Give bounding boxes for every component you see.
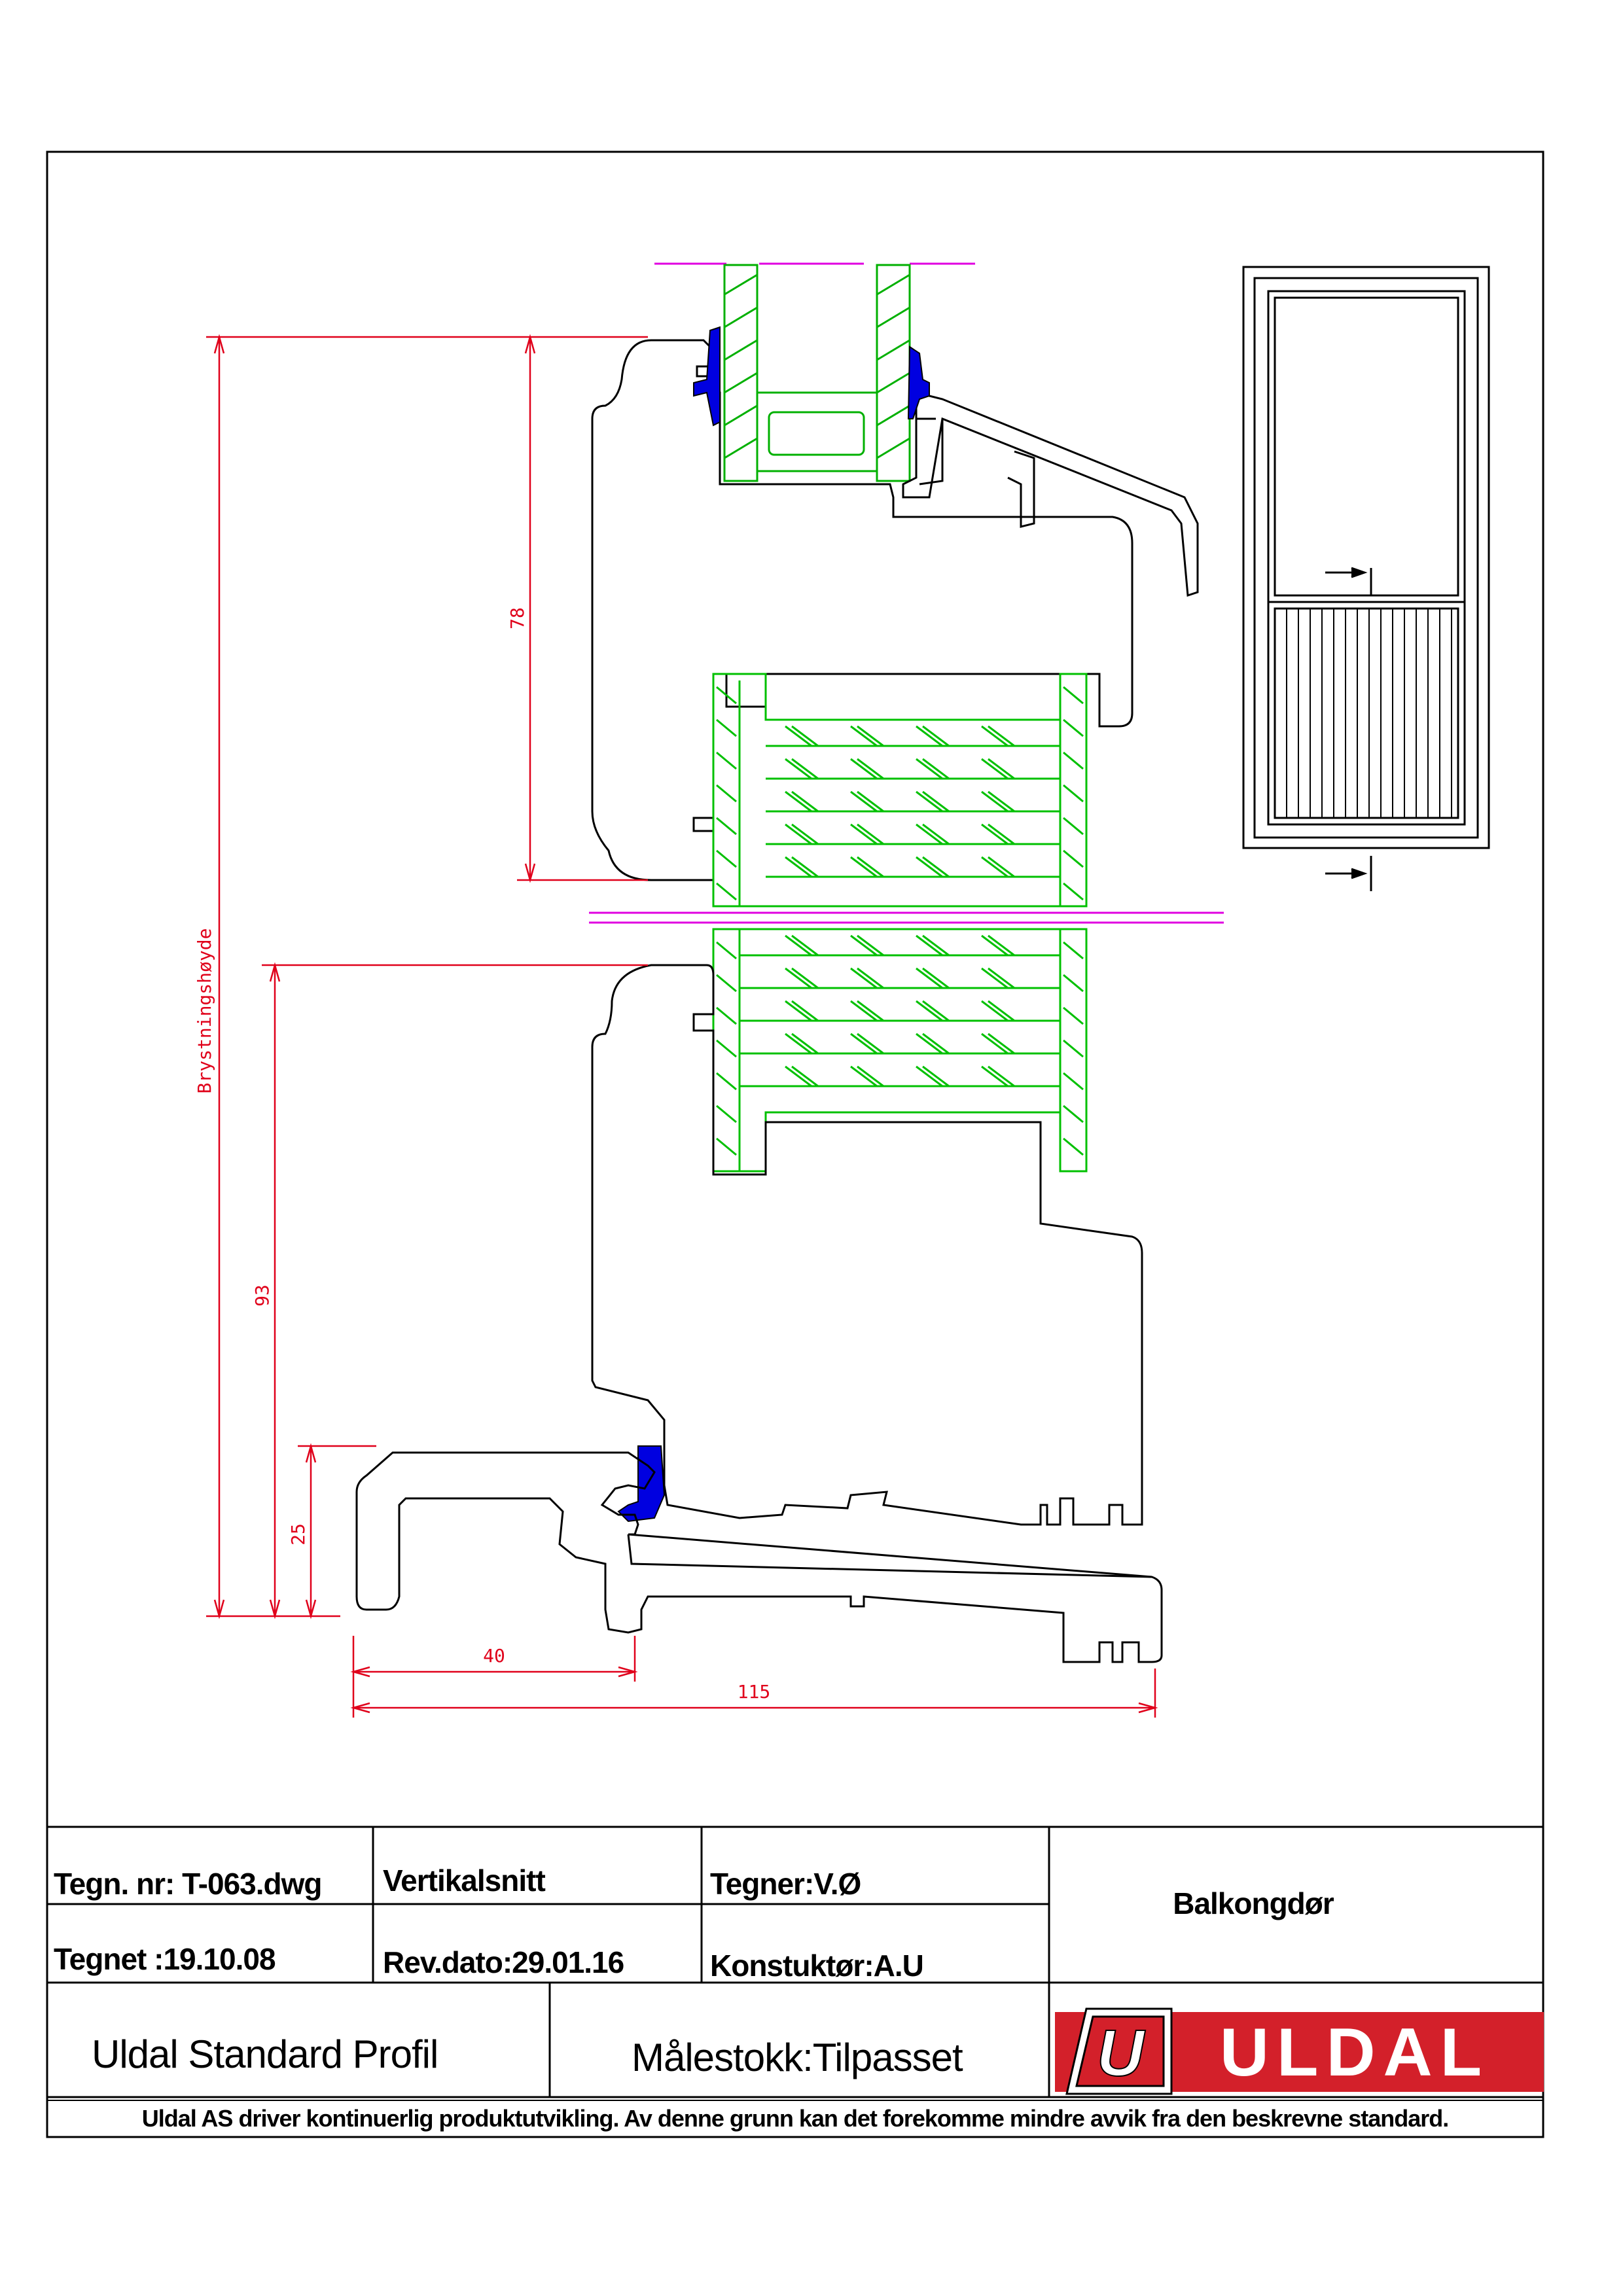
disclaimer: Uldal AS driver kontinuerlig produktutvi… <box>142 2105 1448 2132</box>
drawing-number: Tegn. nr: T-063.dwg <box>54 1867 322 1901</box>
drip-cap <box>902 391 1199 597</box>
hatch-marks-lower <box>716 934 1084 1156</box>
sash-upper-profile <box>591 339 1133 881</box>
dim-115-label: 115 <box>738 1681 771 1703</box>
gasket-upper <box>693 326 930 427</box>
hatch-marks-upper <box>716 686 1084 901</box>
drawn-date: Tegnet :19.10.08 <box>54 1942 276 1976</box>
uldal-logo: U ULDAL <box>1055 2007 1544 2095</box>
upper-glass <box>723 264 911 482</box>
title-block <box>47 1826 1543 2101</box>
section-type: Vertikalsnitt <box>383 1863 545 1898</box>
door-panel-grooves <box>1286 609 1452 818</box>
constructor: Konstuktør:A.U <box>710 1949 923 1983</box>
title-block-text: Tegn. nr: T-063.dwg Vertikalsnitt Tegner… <box>54 1863 1449 2132</box>
drawing-border <box>46 150 1544 2138</box>
break-centerline <box>589 911 1224 924</box>
section-marker-top <box>1325 567 1372 595</box>
dim-25-label: 25 <box>287 1523 309 1545</box>
dimension-labels: 78 93 25 Brystningshøyde 40 115 <box>194 607 770 1703</box>
profile-name: Uldal Standard Profil <box>92 2032 438 2076</box>
dim-78-label: 78 <box>507 607 528 629</box>
product-name: Balkongdør <box>1173 1886 1334 1920</box>
door-elevation <box>1242 266 1490 891</box>
dim-40-label: 40 <box>483 1645 505 1667</box>
dim-brystning-label: Brystningshøyde <box>194 928 215 1094</box>
section-marker-bottom <box>1325 856 1372 891</box>
gasket-lower <box>617 1445 666 1523</box>
scale: Målestokk:Tilpasset <box>632 2036 963 2079</box>
drafter: Tegner:V.Ø <box>710 1867 861 1901</box>
sash-lower-profile <box>591 964 1143 1526</box>
door-panel-lower <box>712 928 1088 1173</box>
logo-wordmark: ULDAL <box>1220 2015 1489 2091</box>
dim-93-label: 93 <box>251 1284 273 1307</box>
logo-window-icon: U <box>1065 2007 1173 2095</box>
revision-date: Rev.dato:29.01.16 <box>383 1945 624 1979</box>
door-panel-upper <box>712 673 1088 908</box>
threshold-profile <box>355 1451 1163 1663</box>
logo-mark-letter: U <box>1097 2017 1146 2090</box>
cross-section <box>355 262 1224 1663</box>
dimension-lines <box>206 334 1158 1718</box>
